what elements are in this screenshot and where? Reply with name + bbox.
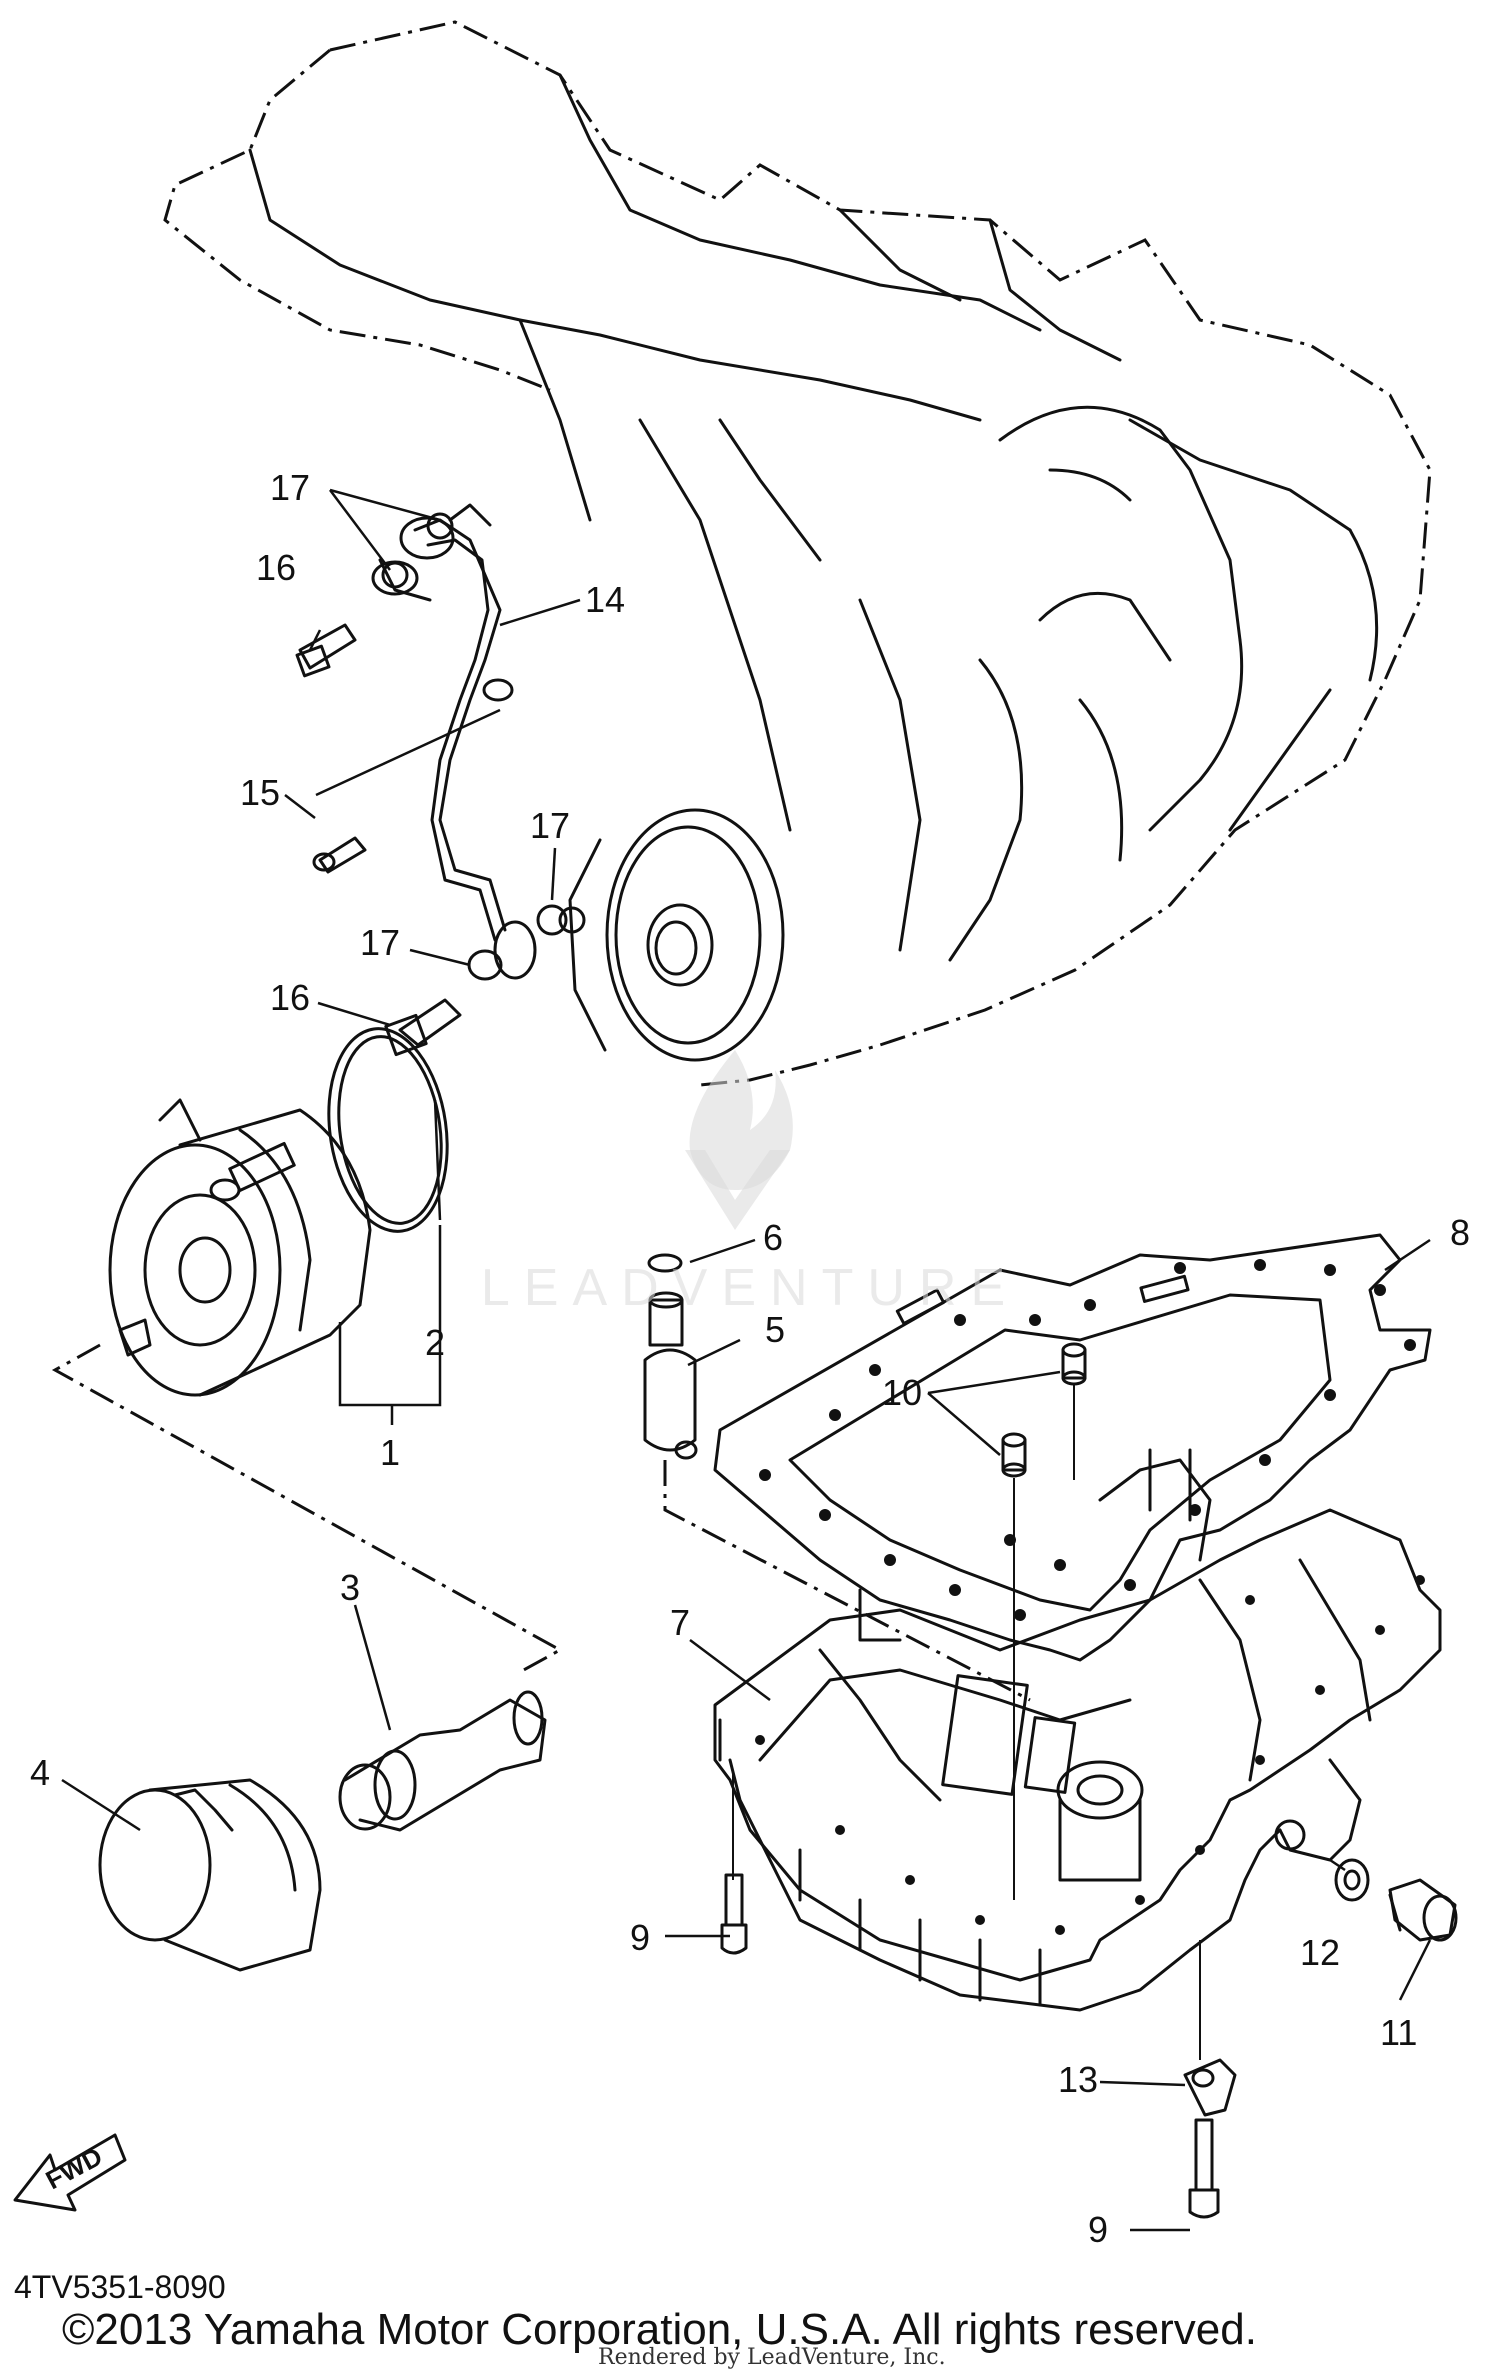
diagram-part-number: 4TV5351-8090 (14, 2269, 226, 2305)
callout-14: 14 (585, 579, 625, 620)
callout-9: 9 (1088, 2209, 1108, 2250)
callout-16: 16 (256, 547, 296, 588)
oil-filter-4 (98, 1778, 322, 1972)
rendered-by-credit: Rendered by LeadVenture, Inc. (598, 2345, 946, 2370)
bolt-9-upper (720, 1770, 748, 1955)
leadventure-watermark: LEADVENTURE (481, 1050, 1019, 1317)
callout-4: 4 (30, 1752, 50, 1793)
callout-5: 5 (765, 1309, 785, 1350)
callout-10: 10 (882, 1372, 922, 1413)
callout-3: 3 (340, 1567, 360, 1608)
callout-1: 1 (380, 1432, 400, 1473)
callout-11: 11 (1380, 2012, 1417, 2053)
union-bolt-3 (338, 1690, 547, 1832)
oil-cooler-1 (108, 1098, 372, 1397)
callout-13: 13 (1058, 2059, 1098, 2100)
copyright-notice: ©2013 Yamaha Motor Corporation, U.S.A. A… (62, 2305, 1257, 2354)
gasket-8 (713, 1233, 1432, 1662)
bracket-13 (1183, 1940, 1237, 2117)
fwd-arrow-icon: FWD (13, 2133, 127, 2212)
callout-17: 17 (270, 467, 310, 508)
callout-17: 17 (360, 922, 400, 963)
dowel-pins-10 (1001, 1342, 1087, 1900)
oil-hose-14 (378, 503, 537, 980)
callout-7: 7 (670, 1602, 690, 1643)
callout-12: 12 (1300, 1932, 1340, 1973)
callout-8: 8 (1450, 1212, 1470, 1253)
callout-numbers: 17 16 14 15 17 17 16 2 1 6 5 8 10 7 3 4 … (30, 467, 1470, 2250)
strainer-5 (643, 1253, 698, 1460)
o-ring (327, 1027, 449, 1233)
callout-2: 2 (425, 1322, 445, 1363)
callout-6: 6 (763, 1217, 783, 1258)
oil-pan-7 (713, 1448, 1442, 2012)
fwd-label: FWD (41, 2141, 107, 2195)
callout-17: 17 (530, 805, 570, 846)
leader-lines (61, 488, 1432, 2232)
callout-15: 15 (240, 772, 280, 813)
bolt-9-lower (1188, 2118, 1220, 2219)
callout-9: 9 (630, 1917, 650, 1958)
watermark-text: LEADVENTURE (481, 1259, 1019, 1317)
drain-plug-11-12 (1334, 1858, 1458, 1942)
fasteners-top (295, 512, 586, 1057)
engine-block-outline (163, 20, 1432, 1087)
cooler-mount-face (568, 808, 785, 1062)
callout-16: 16 (270, 977, 310, 1018)
